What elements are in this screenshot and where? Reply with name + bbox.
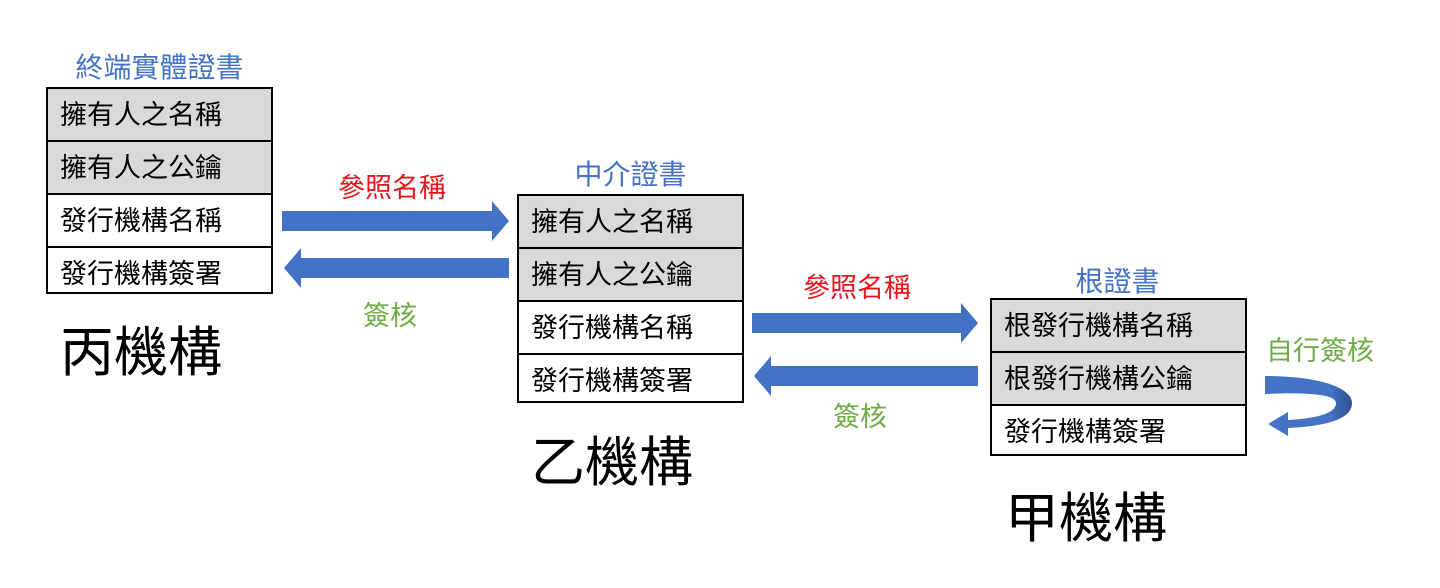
- issuer-name-field: 發行機構名稱: [48, 195, 271, 248]
- intermediate-cert-box: 擁有人之名稱 擁有人之公鑰 發行機構名稱 發行機構簽署: [517, 194, 744, 403]
- reference-name-label-1: 參照名稱: [338, 173, 446, 204]
- self-verify-label: 自行簽核: [1266, 336, 1374, 367]
- owner-name-field: 擁有人之名稱: [48, 89, 271, 142]
- root-cert-title: 根證書: [1075, 265, 1160, 298]
- owner-public-key-field: 擁有人之公鑰: [519, 249, 742, 302]
- issuer-name-field: 發行機構名稱: [519, 302, 742, 355]
- reference-arrow-1: [282, 201, 509, 241]
- issuer-signature-field: 發行機構簽署: [531, 366, 693, 397]
- intermediate-cert-title: 中介證書: [574, 158, 687, 191]
- issuer-signature-field: 發行機構簽署: [60, 259, 222, 290]
- root-issuer-name-field: 根發行機構名稱: [992, 300, 1245, 353]
- end-entity-cert-title: 終端實體證書: [75, 51, 244, 84]
- org-b-label: 乙機構: [531, 431, 693, 494]
- issuer-signature-field: 發行機構簽署: [1004, 417, 1166, 448]
- reference-arrow-2: [752, 303, 978, 343]
- owner-public-key-field: 擁有人之公鑰: [48, 142, 271, 195]
- root-cert-box: 根發行機構名稱 根發行機構公鑰 發行機構簽署: [990, 298, 1247, 456]
- org-c-label: 丙機構: [60, 321, 222, 384]
- verify-arrow-1: [284, 248, 509, 288]
- owner-name-field: 擁有人之名稱: [519, 196, 742, 249]
- self-verify-arrow: [1265, 376, 1352, 436]
- end-entity-cert-box: 擁有人之名稱 擁有人之公鑰 發行機構名稱 發行機構簽署: [46, 87, 273, 294]
- verify-arrow-2: [754, 356, 978, 396]
- verify-label-1: 簽核: [363, 301, 417, 332]
- org-a-label: 甲機構: [1005, 487, 1167, 550]
- verify-label-2: 簽核: [833, 402, 887, 433]
- reference-name-label-2: 參照名稱: [803, 273, 911, 304]
- root-issuer-public-key-field: 根發行機構公鑰: [992, 353, 1245, 406]
